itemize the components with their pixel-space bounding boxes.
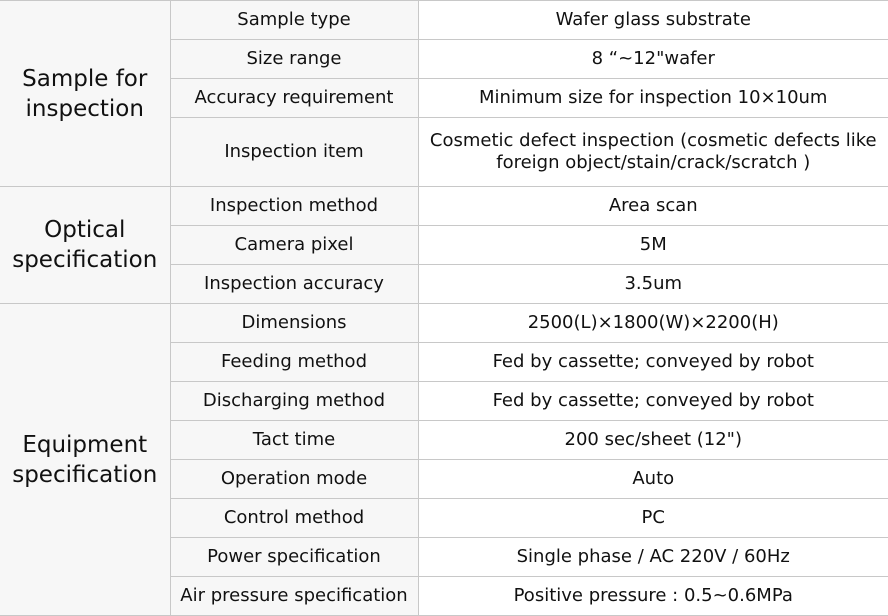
spec-value: 5M <box>417 225 888 265</box>
spec-value: Area scan <box>417 186 888 226</box>
spec-label: Tact time <box>169 420 419 460</box>
spec-label: Air pressure specification <box>169 576 419 616</box>
spec-value: 3.5um <box>417 264 888 304</box>
spec-value: Minimum size for inspection 10×10um <box>417 78 888 118</box>
spec-label: Control method <box>169 498 419 538</box>
spec-value: Single phase / AC 220V / 60Hz <box>417 537 888 577</box>
spec-value: Auto <box>417 459 888 499</box>
spec-value: PC <box>417 498 888 538</box>
category-cell: Optical specification <box>0 186 171 304</box>
spec-label: Operation mode <box>169 459 419 499</box>
spec-label: Inspection item <box>169 117 419 187</box>
spec-value: Fed by cassette; conveyed by robot <box>417 342 888 382</box>
spec-label: Power specification <box>169 537 419 577</box>
spec-label: Discharging method <box>169 381 419 421</box>
spec-label: Feeding method <box>169 342 419 382</box>
spec-value: Fed by cassette; conveyed by robot <box>417 381 888 421</box>
spec-value: Cosmetic defect inspection (cosmetic def… <box>417 117 888 187</box>
spec-value: Wafer glass substrate <box>417 0 888 40</box>
spec-label: Inspection method <box>169 186 419 226</box>
spec-value: Positive pressure : 0.5~0.6MPa <box>417 576 888 616</box>
spec-label: Size range <box>169 39 419 79</box>
category-cell: Equipment specification <box>0 303 171 616</box>
spec-value: 2500(L)×1800(W)×2200(H) <box>417 303 888 343</box>
spec-value: 8 “~12"wafer <box>417 39 888 79</box>
spec-label: Inspection accuracy <box>169 264 419 304</box>
spec-label: Dimensions <box>169 303 419 343</box>
spec-label: Sample type <box>169 0 419 40</box>
spec-label: Camera pixel <box>169 225 419 265</box>
spec-value: 200 sec/sheet (12") <box>417 420 888 460</box>
spec-label: Accuracy requirement <box>169 78 419 118</box>
category-cell: Sample for inspection <box>0 0 171 187</box>
